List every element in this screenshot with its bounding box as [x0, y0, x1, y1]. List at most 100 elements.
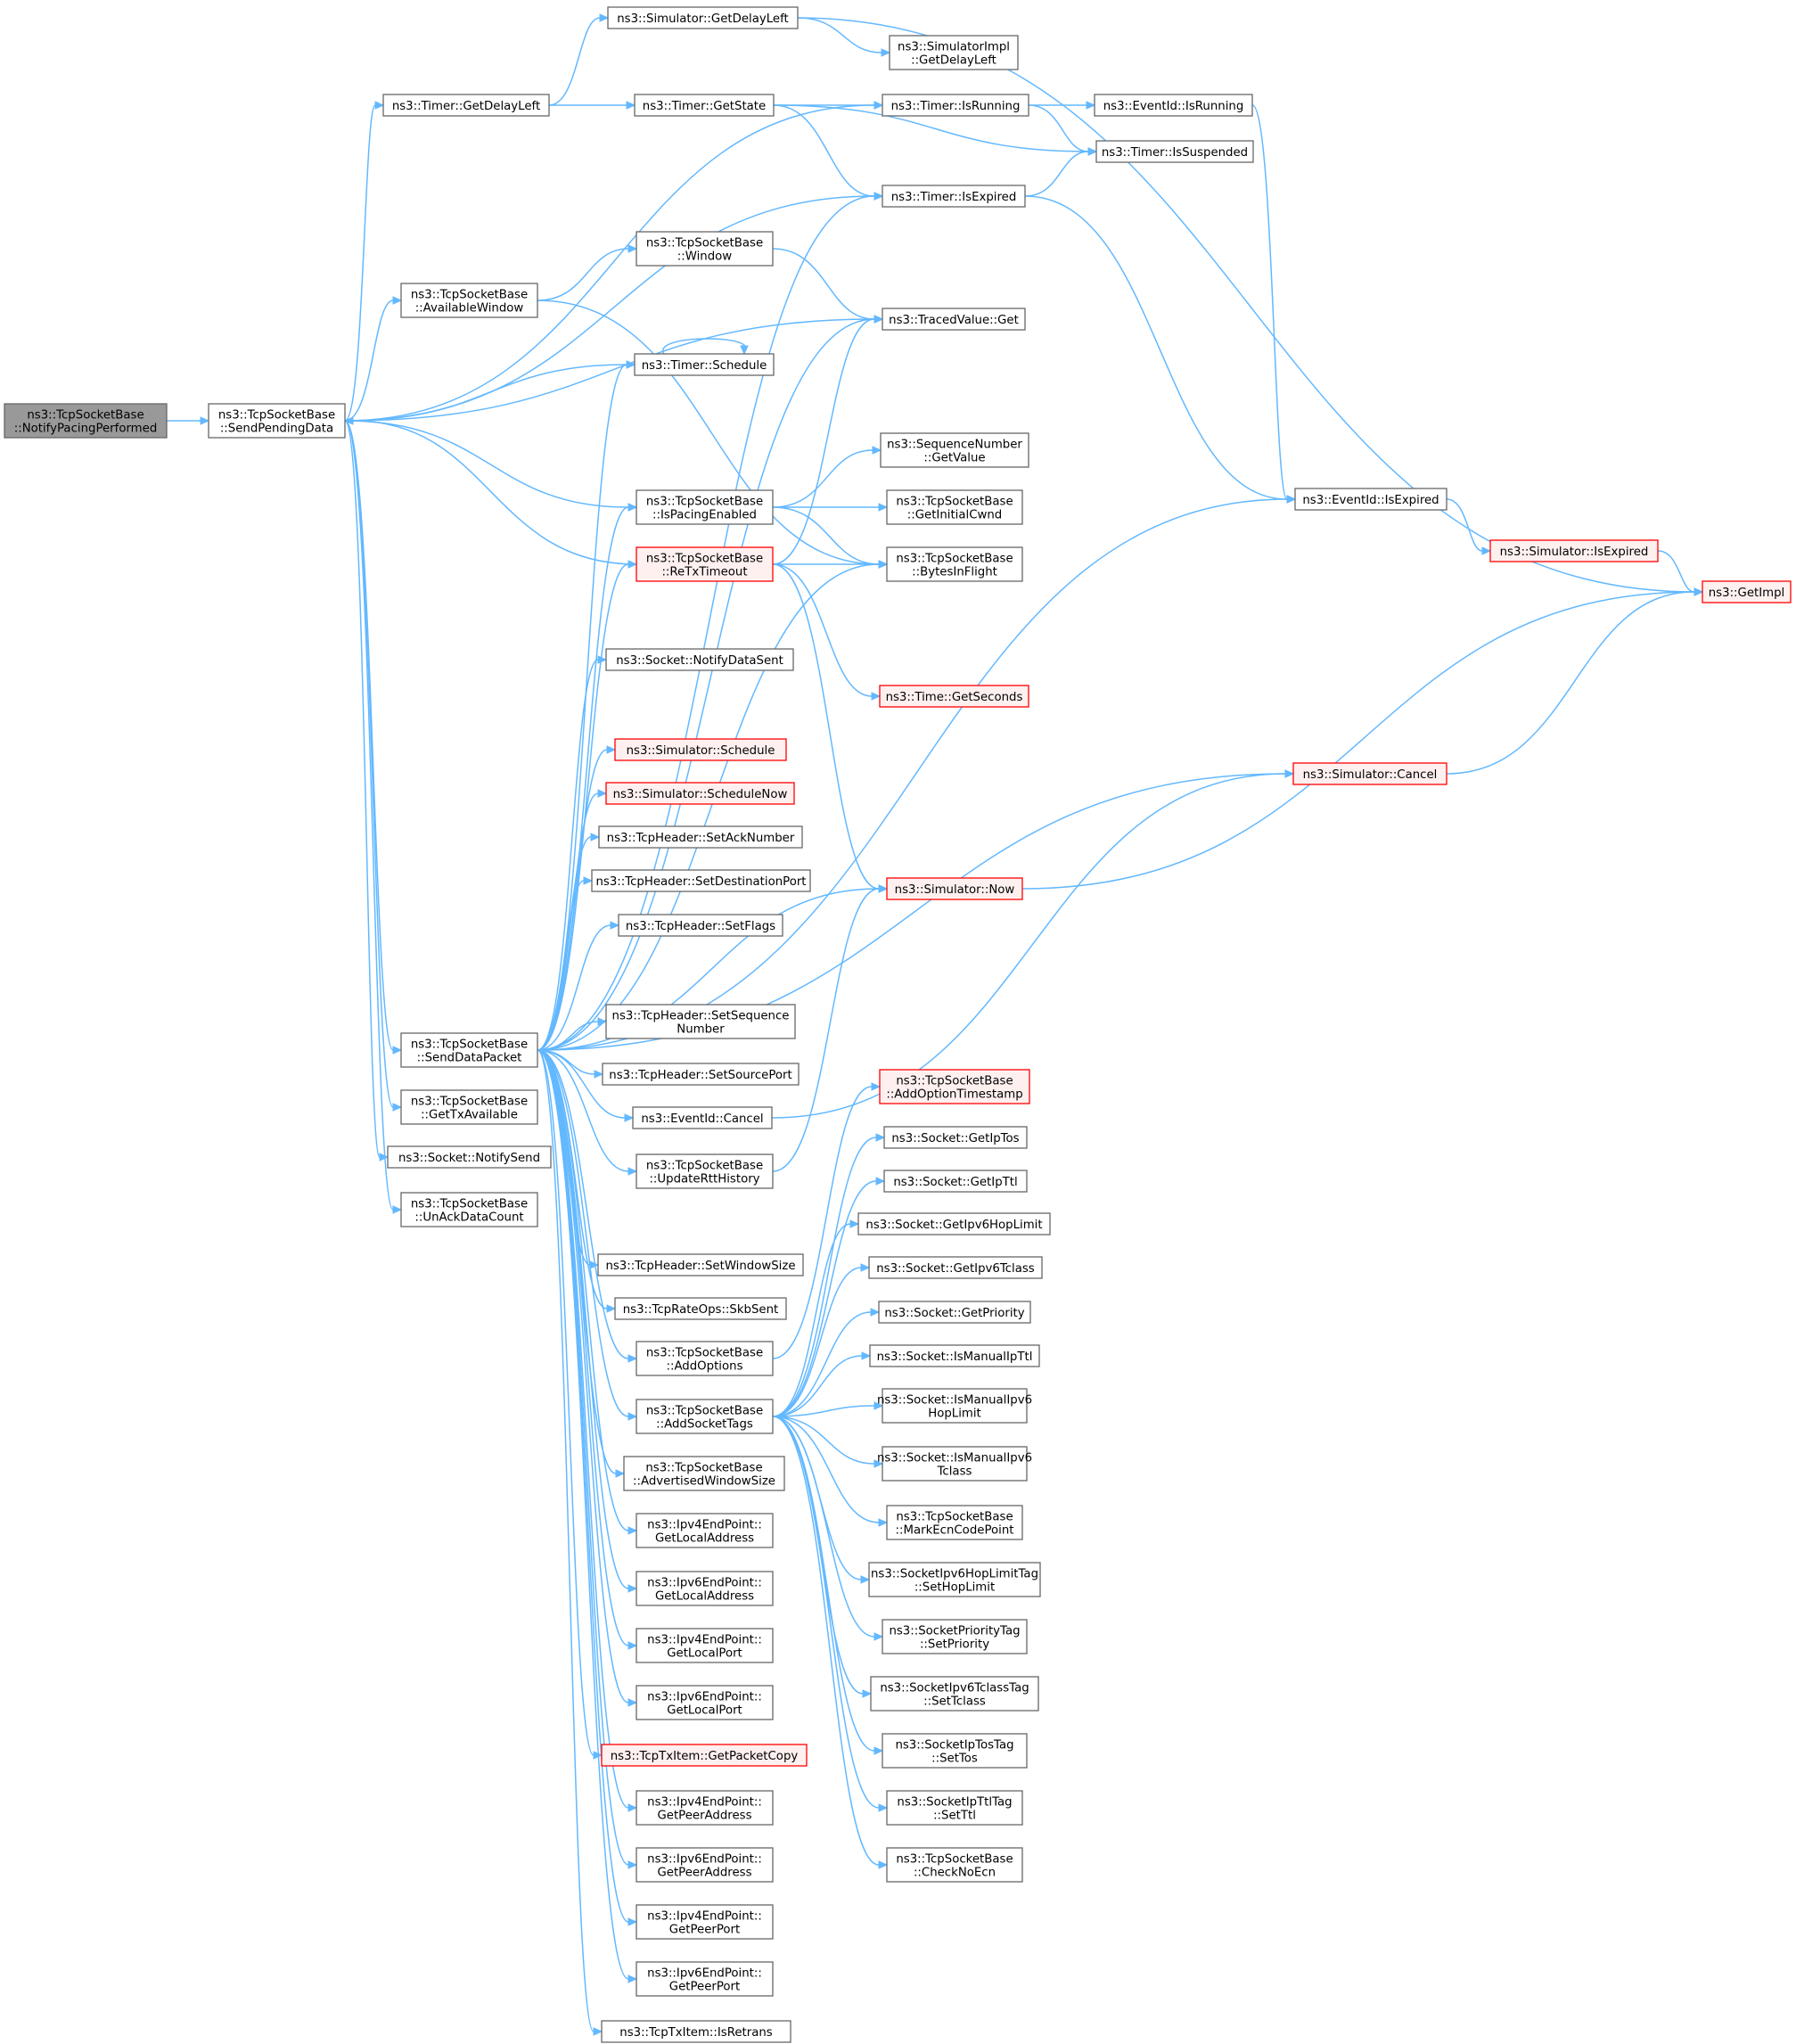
edge-tsb_senddatapacket-to-socket_notifydatasent [537, 655, 608, 1051]
node-sim-getdelayleft[interactable]: ns3::Simulator::GetDelayLeft [607, 6, 799, 29]
node-label-line: ns3::SocketIpTtlTag [897, 1796, 1012, 1810]
node-ipv6ep-getpeeraddress[interactable]: ns3::Ipv6EndPoint::GetPeerAddress [636, 1847, 774, 1883]
node-tracedvalue-get[interactable]: ns3::TracedValue::Get [882, 308, 1026, 331]
node-label-line: ns3::Ipv6EndPoint:: [647, 1691, 762, 1704]
node-ipv4ep-getpeeraddress[interactable]: ns3::Ipv4EndPoint::GetPeerAddress [636, 1790, 774, 1826]
node-timer-schedule[interactable]: ns3::Timer::Schedule [634, 353, 775, 376]
node-timer-isexpired[interactable]: ns3::Timer::IsExpired [882, 185, 1026, 208]
edge-tsb_senddatapacket-to-th_setdestinationport [537, 876, 594, 1051]
node-sim-isexpired[interactable]: ns3::Simulator::IsExpired [1489, 539, 1659, 562]
edge-tsb_addsockettags-to-socket_ismanualipv6tclass [772, 1416, 884, 1468]
node-socket-ismanualipttl[interactable]: ns3::Socket::IsManualIpTtl [869, 1344, 1040, 1367]
node-sim-cancel[interactable]: ns3::Simulator::Cancel [1292, 762, 1447, 785]
node-tsb-updatertthistory[interactable]: ns3::TcpSocketBase::UpdateRttHistory [636, 1153, 774, 1189]
node-tsb-retxtimeout[interactable]: ns3::TcpSocketBase::ReTxTimeout [636, 546, 774, 582]
node-label-line: ns3::GetImpl [1709, 587, 1784, 600]
node-sim-schedulenow[interactable]: ns3::Simulator::ScheduleNow [605, 782, 795, 805]
edge-timer_getstate-to-timer_isexpired [773, 104, 884, 201]
node-socket-notifysend[interactable]: ns3::Socket::NotifySend [387, 1145, 552, 1169]
node-th-setdestinationport[interactable]: ns3::TcpHeader::SetDestinationPort [591, 869, 811, 892]
node-ipv4ep-getlocalport[interactable]: ns3::Ipv4EndPoint::GetLocalPort [636, 1628, 774, 1663]
node-socket-getpriority[interactable]: ns3::Socket::GetPriority [878, 1301, 1031, 1324]
node-tsb-checknoecn[interactable]: ns3::TcpSocketBase::CheckNoEcn [886, 1847, 1023, 1883]
node-th-setacknumber[interactable]: ns3::TcpHeader::SetAckNumber [598, 825, 803, 849]
node-sim-schedule[interactable]: ns3::Simulator::Schedule [614, 738, 787, 761]
node-getimpl[interactable]: ns3::GetImpl [1702, 580, 1792, 603]
node-tsb-senddatapacket[interactable]: ns3::TcpSocketBase::SendDataPacket [400, 1032, 538, 1068]
node-tsb-advertisedwindowsize[interactable]: ns3::TcpSocketBase::AdvertisedWindowSize [623, 1456, 785, 1491]
node-label-line: ns3::EventId::IsRunning [1103, 100, 1244, 113]
edge-tsb_retxtimeout-to-send_pending [343, 416, 637, 565]
node-label-line: Number [677, 1023, 725, 1037]
node-sim-now[interactable]: ns3::Simulator::Now [886, 877, 1023, 900]
node-tsb-addoptions[interactable]: ns3::TcpSocketBase::AddOptions [636, 1341, 774, 1376]
node-tsb-window[interactable]: ns3::TcpSocketBase::Window [636, 231, 774, 267]
node-ipv6ep-getlocaladdress[interactable]: ns3::Ipv6EndPoint::GetLocalAddress [636, 1571, 774, 1606]
node-label-line: ns3::TcpHeader::SetFlags [626, 920, 775, 933]
node-socketprioritytag-setpriority[interactable]: ns3::SocketPriorityTag::SetPriority [882, 1619, 1028, 1654]
node-th-setwindowsize[interactable]: ns3::TcpHeader::SetWindowSize [597, 1253, 804, 1276]
node-label-line: ns3::TcpHeader::SetDestinationPort [595, 875, 806, 889]
node-label-line: ns3::TcpHeader::SetSequence [612, 1010, 790, 1023]
node-tsb-markecncodepoint[interactable]: ns3::TcpSocketBase::MarkEcnCodePoint [886, 1505, 1023, 1540]
node-tcptxitem-isretrans[interactable]: ns3::TcpTxItem::IsRetrans [601, 2020, 791, 2043]
node-socket-getipv6tclass[interactable]: ns3::Socket::GetIpv6Tclass [868, 1256, 1043, 1279]
node-socketipttltag-setttl[interactable]: ns3::SocketIpTtlTag::SetTtl [886, 1790, 1023, 1826]
node-time-getseconds[interactable]: ns3::Time::GetSeconds [879, 685, 1029, 708]
edge-tsb_addsockettags-to-socketipttltag_setttl [772, 1416, 889, 1812]
node-socket-getipv6hoplimit[interactable]: ns3::Socket::GetIpv6HopLimit [857, 1212, 1051, 1235]
edge-timer_isrunning-to-eventid_isrunning [1029, 101, 1096, 110]
node-socket-getiptos[interactable]: ns3::Socket::GetIpTos [883, 1126, 1028, 1149]
node-simimpl-getdelayleft[interactable]: ns3::SimulatorImpl::GetDelayLeft [889, 35, 1019, 70]
node-seqnum-getvalue[interactable]: ns3::SequenceNumber::GetValue [880, 432, 1029, 468]
node-th-setsourceport[interactable]: ns3::TcpHeader::SetSourcePort [602, 1063, 800, 1086]
node-label-line: ns3::TcpSocketBase [411, 1198, 528, 1211]
node-socket-getipttl[interactable]: ns3::Socket::GetIpTtl [883, 1170, 1028, 1193]
node-socketiptostag-settos[interactable]: ns3::SocketIpTosTag::SetTos [882, 1733, 1028, 1769]
node-sockipv6hoplimittag-sethoplimit[interactable]: ns3::SocketIpv6HopLimitTag::SetHopLimit [868, 1562, 1041, 1597]
edge-tsb_retxtimeout-to-tracedvalue_get [772, 315, 884, 565]
node-eventid-isrunning[interactable]: ns3::EventId::IsRunning [1094, 94, 1253, 117]
node-timer-isrunning[interactable]: ns3::Timer::IsRunning [882, 94, 1029, 117]
node-tsb-addoptiontimestamp[interactable]: ns3::TcpSocketBase::AddOptionTimestamp [879, 1069, 1030, 1104]
node-ipv4ep-getlocaladdress[interactable]: ns3::Ipv4EndPoint::GetLocalAddress [636, 1513, 774, 1548]
node-sockipv6tclasstag-settclass[interactable]: ns3::SocketIpv6TclassTag::SetTclass [870, 1676, 1039, 1712]
node-timer-getdelayleft[interactable]: ns3::Timer::GetDelayLeft [382, 94, 550, 117]
node-label-line: ns3::Timer::GetDelayLeft [392, 100, 540, 113]
node-tsb-gettxavailable[interactable]: ns3::TcpSocketBase::GetTxAvailable [400, 1089, 538, 1125]
node-tcprateops-skbsent[interactable]: ns3::TcpRateOps::SkbSent [614, 1297, 787, 1320]
node-label-line: ::SetTos [931, 1753, 978, 1766]
edge-tsb_senddatapacket-to-tsb_ispacingenabled [537, 503, 638, 1051]
node-label-line: ns3::SocketIpv6HopLimitTag [871, 1568, 1038, 1581]
node-tcptxitem-getpacketcopy[interactable]: ns3::TcpTxItem::GetPacketCopy [601, 1744, 808, 1767]
node-ipv6ep-getlocalport[interactable]: ns3::Ipv6EndPoint::GetLocalPort [636, 1685, 774, 1720]
node-timer-issuspended[interactable]: ns3::Timer::IsSuspended [1095, 140, 1254, 163]
node-tsb-ispacingenabled[interactable]: ns3::TcpSocketBase::IsPacingEnabled [636, 489, 774, 525]
node-send-pending[interactable]: ns3::TcpSocketBase::SendPendingData [208, 403, 346, 439]
node-th-setflags[interactable]: ns3::TcpHeader::SetFlags [618, 914, 783, 937]
node-tsb-bytesinflight[interactable]: ns3::TcpSocketBase::BytesInFlight [886, 546, 1023, 582]
node-socket-notifydatasent[interactable]: ns3::Socket::NotifyDataSent [605, 648, 794, 671]
node-timer-getstate[interactable]: ns3::Timer::GetState [634, 94, 775, 117]
node-label-line: ns3::TcpSocketBase [646, 496, 763, 509]
node-label-line: ::UnAckDataCount [414, 1211, 523, 1225]
edge-tsb_addsockettags-to-tsb_markecncodepoint [772, 1416, 889, 1527]
edge-tsb_senddatapacket-to-ipv4ep_getlocaladdress [537, 1049, 638, 1535]
node-tsb-getinitialcwnd[interactable]: ns3::TcpSocketBase::GetInitialCwnd [886, 489, 1023, 525]
node-label-line: ::AvailableWindow [415, 302, 524, 316]
node-notify-pacing[interactable]: ns3::TcpSocketBase::NotifyPacingPerforme… [4, 403, 168, 439]
node-label-line: ns3::SocketIpTosTag [895, 1739, 1013, 1753]
node-tsb-availablewindow[interactable]: ns3::TcpSocketBase::AvailableWindow [400, 283, 538, 318]
node-ipv4ep-getpeerport[interactable]: ns3::Ipv4EndPoint::GetPeerPort [636, 1904, 774, 1940]
node-label-line: ::AddOptions [666, 1360, 742, 1374]
node-eventid-isexpired[interactable]: ns3::EventId::IsExpired [1294, 488, 1447, 511]
node-label-line: ns3::Ipv4EndPoint:: [647, 1519, 762, 1532]
node-tsb-addsockettags[interactable]: ns3::TcpSocketBase::AddSocketTags [636, 1399, 774, 1434]
edge-tsb_ispacingenabled-to-seqnum_getvalue [772, 446, 882, 508]
node-tsb-unackdatacount[interactable]: ns3::TcpSocketBase::UnAckDataCount [400, 1192, 538, 1227]
node-eventid-cancel[interactable]: ns3::EventId::Cancel [632, 1106, 773, 1129]
node-ipv6ep-getpeerport[interactable]: ns3::Ipv6EndPoint::GetPeerPort [636, 1961, 774, 1997]
